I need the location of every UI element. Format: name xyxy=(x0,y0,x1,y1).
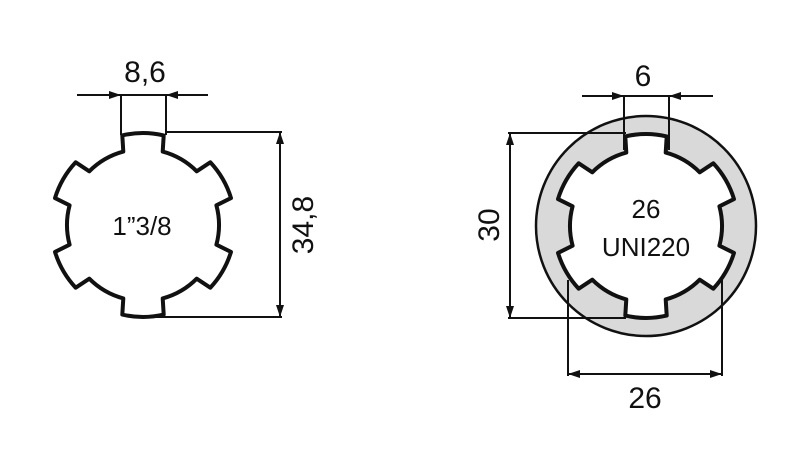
left-spline-profile: 1”3/8 xyxy=(53,131,233,319)
right-width-dimension: 26 xyxy=(567,280,723,415)
right-spline-profile: 26 UNI220 xyxy=(534,114,758,338)
left-spline-width-value: 8,6 xyxy=(124,56,166,89)
right-spline-width-dimension: 6 xyxy=(582,60,713,150)
left-diameter-dimension: 34,8 xyxy=(150,131,320,318)
right-spline-width-value: 6 xyxy=(635,60,652,93)
left-spline-width-dimension: 8,6 xyxy=(77,56,208,135)
right-height-value: 30 xyxy=(473,208,506,241)
right-profile-label-size: 26 xyxy=(632,194,661,224)
left-profile-label: 1”3/8 xyxy=(112,211,171,241)
left-diameter-value: 34,8 xyxy=(287,196,320,254)
right-spline-outline xyxy=(556,132,736,320)
right-width-value: 26 xyxy=(628,382,661,415)
right-height-dimension: 30 xyxy=(473,132,626,319)
left-spline-outline xyxy=(53,131,233,319)
right-profile-label-standard: UNI220 xyxy=(602,232,690,262)
